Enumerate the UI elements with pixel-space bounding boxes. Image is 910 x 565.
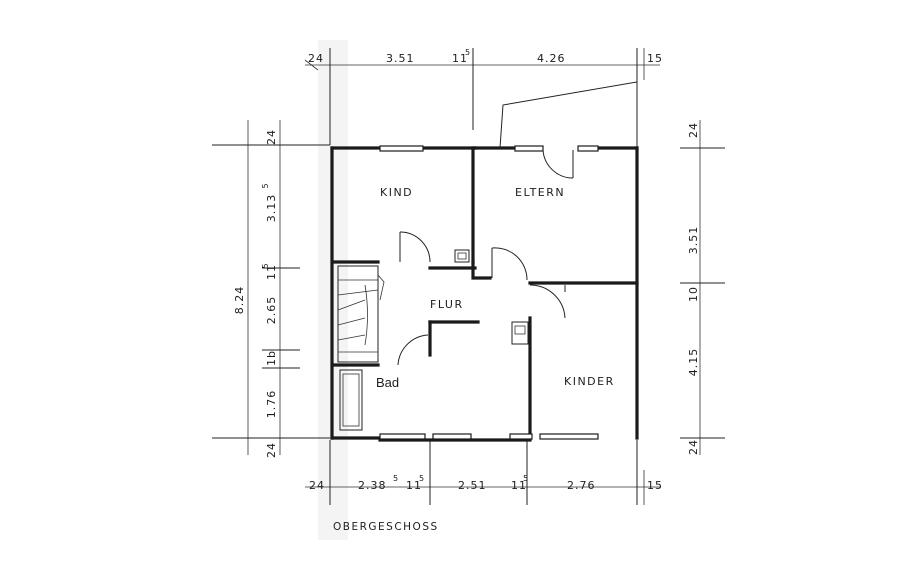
dim-right-seg2: 10 [687,286,700,302]
room-label-kinder: KINDER [564,375,615,388]
dim-left-top-wall: 24 [265,129,278,145]
dim-bottom-seg3: 2.51 [458,479,487,492]
dim-left-bottom-wall: 24 [265,442,278,458]
dim-top-seg2-sup: 5 [465,48,470,57]
dim-bottom-right-wall: 15 [647,479,663,492]
dim-left-seg4: 1b [265,350,278,366]
dim-bottom-seg4-sup: 5 [523,474,528,483]
dimensions-right: 24 3.51 10 4.15 24 [687,122,700,455]
dim-right-bottom-wall: 24 [687,439,700,455]
dimensions-left: 8.24 24 3.13 5 11 5 2.65 1b 1.76 24 [233,129,278,458]
chimney-shaft-2 [511,321,529,345]
dim-bottom-seg4: 11 [511,479,527,492]
dimensions-bottom: 24 2.38 5 11 5 2.51 11 5 2.76 15 [309,474,663,492]
dim-left-seg2: 11 [265,264,278,280]
staircase [337,265,385,363]
room-labels: KIND ELTERN FLUR Bad KINDER [376,186,615,390]
dim-bottom-seg2-sup: 5 [419,474,424,483]
dim-bottom-seg2: 11 [406,479,422,492]
room-label-kind: KIND [380,186,413,199]
room-label-bad: Bad [376,375,399,390]
dim-bottom-seg1-sup: 5 [393,474,398,483]
windows [379,145,599,440]
dim-left-seg1: 3.13 [265,194,278,223]
dim-left-seg5: 1.76 [265,390,278,419]
dim-bottom-seg5: 2.76 [567,479,596,492]
dimension-lines [212,48,725,505]
dim-bottom-left-wall: 24 [309,479,325,492]
plan-title: OBERGESCHOSS [333,521,439,533]
dim-top-seg1: 3.51 [386,52,415,65]
dim-top-seg2: 11 [452,52,468,65]
dim-right-top-wall: 24 [687,122,700,138]
room-label-eltern: ELTERN [515,186,565,199]
dim-left-seg1-sup: 5 [261,183,270,188]
walls [330,81,639,442]
dim-bottom-seg1: 2.38 [358,479,387,492]
dim-right-seg1: 3.51 [687,226,700,255]
room-label-flur: FLUR [430,298,464,311]
bathtub [339,369,363,431]
dim-top-right-wall: 15 [647,52,663,65]
dim-left-total: 8.24 [233,286,246,315]
dimensions-top: 24 3.51 11 5 4.26 15 [308,48,663,65]
dim-left-seg3: 2.65 [265,296,278,325]
chimney-shaft [454,249,470,263]
dim-right-seg3: 4.15 [687,348,700,377]
dim-top-left-wall: 24 [308,52,324,65]
dim-left-seg2-sup: 5 [261,263,270,268]
dim-top-seg3: 4.26 [537,52,566,65]
fixtures [339,249,529,431]
doors [397,149,574,366]
